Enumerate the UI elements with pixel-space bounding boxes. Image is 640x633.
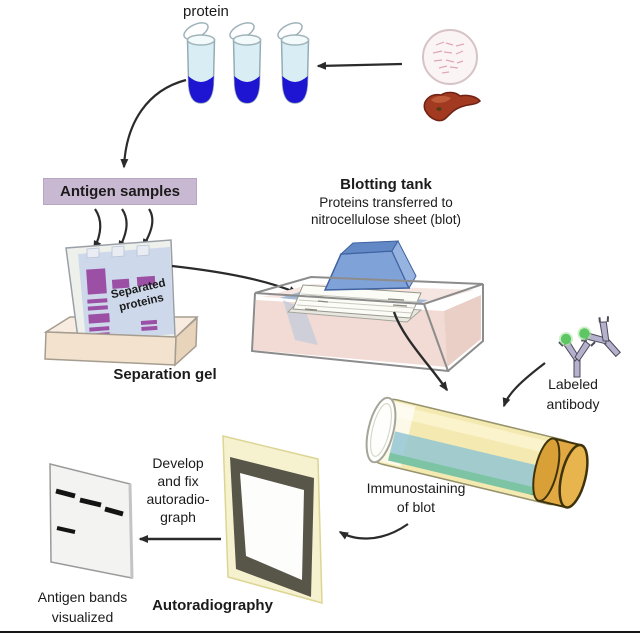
image-bottom-border xyxy=(0,631,640,633)
immunostaining-line2: of blot xyxy=(396,498,436,515)
autoradiograph-frame-illustration xyxy=(222,435,323,604)
immunostaining-line1: Immunostaining xyxy=(366,480,466,496)
film-bands xyxy=(55,488,124,534)
blotting-tank-title: Blotting tank xyxy=(340,176,432,193)
tube-mouth xyxy=(365,396,397,464)
develop-line4: graph xyxy=(160,508,196,525)
tank-outline xyxy=(250,275,484,373)
labeled-antibody-line2: antibody xyxy=(546,395,600,412)
arrow-tubes-to-antigen-samples xyxy=(120,78,187,169)
blotting-tank-subtitle-1: Proteins transferred to xyxy=(319,195,453,210)
protein-label: protein xyxy=(183,3,229,20)
develop-line2: and fix xyxy=(157,472,199,489)
blotting-tank-subtitle-2: nitrocellulose sheet (blot) xyxy=(310,212,462,227)
separation-gel-caption: Separation gel xyxy=(113,366,217,383)
microcentrifuge-tube-icon xyxy=(226,18,262,104)
blot-sheet-in-tube xyxy=(388,431,559,499)
roller-tube-illustration xyxy=(365,396,589,509)
gel-wells xyxy=(86,244,150,259)
microcentrifuge-tube-icon xyxy=(274,18,310,104)
labeled-antibody-label: Labeled antibody xyxy=(527,375,619,414)
antigen-bands-line2: visualized xyxy=(51,608,114,625)
arrow-immunostaining-to-frame xyxy=(338,523,409,540)
labeled-antibody-line1: Labeled xyxy=(548,376,598,392)
blot-paper-stack xyxy=(286,284,423,323)
develop-line3: autoradio- xyxy=(146,490,210,507)
antigen-bands-line1: Antigen bands xyxy=(37,589,128,605)
antigen-samples-box: Antigen samples xyxy=(43,178,197,205)
blot-weight xyxy=(323,239,417,291)
liver-icon xyxy=(423,91,481,122)
immunostaining-label: Immunostaining of blot xyxy=(350,479,482,517)
microcentrifuge-tube-icon xyxy=(180,18,216,104)
arrow-gel-to-tank xyxy=(171,264,299,295)
developed-film-illustration xyxy=(49,463,134,579)
labeled-antibody-icons xyxy=(558,307,633,378)
blotting-tank-label: Blotting tank Proteins transferred to ni… xyxy=(286,175,486,228)
develop-fix-label: Develop and fix autoradio- graph xyxy=(136,455,220,527)
arrow-tank-to-tube xyxy=(392,311,448,392)
petri-dish-icon xyxy=(422,29,478,85)
antigen-bands-label: Antigen bands visualized xyxy=(20,588,145,627)
arrow-antibody-to-tube xyxy=(502,362,546,408)
develop-line1: Develop xyxy=(152,455,204,471)
autoradiography-caption: Autoradiography xyxy=(152,597,273,614)
separation-gel-illustration xyxy=(43,239,199,367)
protein-sample-tubes xyxy=(180,18,310,104)
blotting-tank-illustration xyxy=(250,239,484,373)
antibody-y-icon xyxy=(573,307,633,368)
arrow-dish-to-tubes xyxy=(316,61,403,70)
